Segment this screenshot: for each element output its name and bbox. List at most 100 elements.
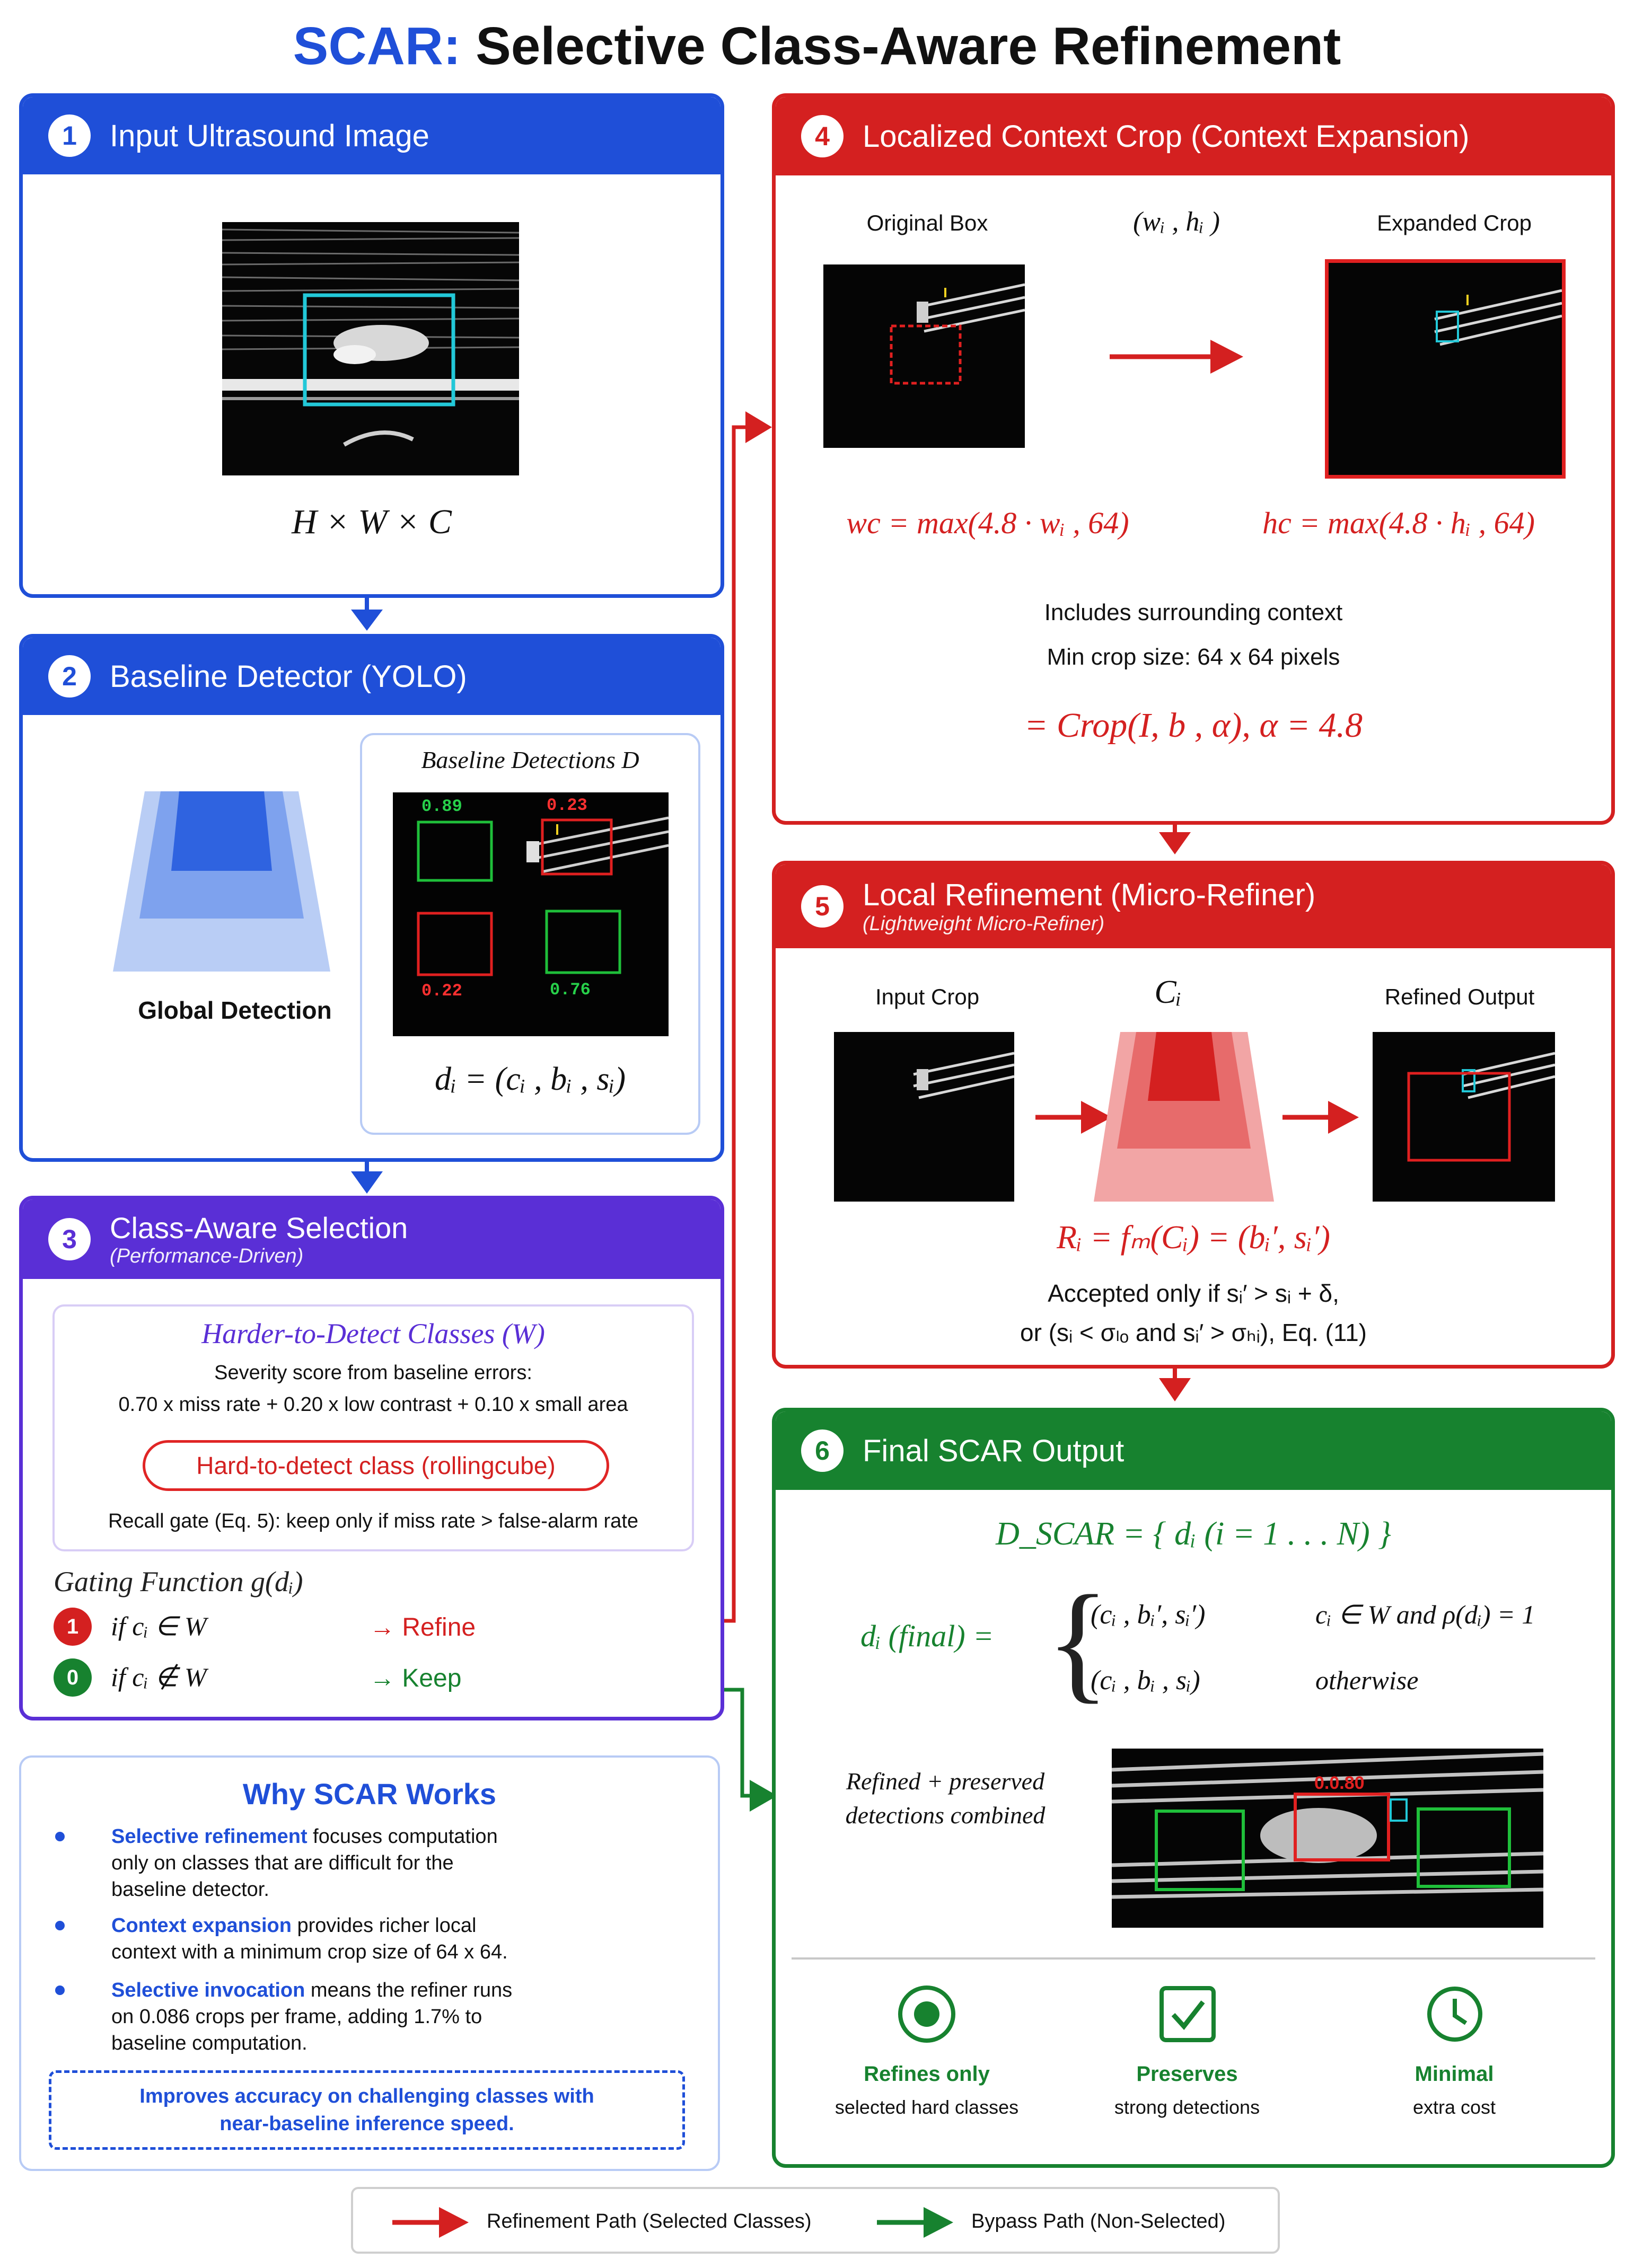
step5-subtitle: (Lightweight Micro-Refiner) [863,913,1105,935]
arrow-2-to-3 [351,1162,383,1194]
bypass-legend-arrow [877,2207,953,2238]
baseline-detections-image: 0.89 0.23 0.22 0.76 [393,792,669,1036]
final-score-label: 0.0.80 [1314,1773,1365,1793]
why-scar-title: Why SCAR Works [242,1777,497,1811]
original-box-label: Original Box [866,210,988,235]
input-to-refiner-arrow [1035,1101,1112,1134]
expanded-crop-image [1325,259,1566,479]
final-lhs: dᵢ (final) = [860,1619,994,1653]
step4-title: Localized Context Crop (Context Expansio… [863,119,1470,154]
step3-card: 3 Class-Aware Selection (Performance-Dri… [19,1196,724,1720]
score-top-right: 0.23 [547,796,587,815]
bullet-dot [55,1985,65,1995]
why-bullet-1: Selective refinement focuses computation… [55,1823,691,1903]
feature-2-sub: strong detections [1114,2096,1260,2118]
step5-card: 5 Local Refinement (Micro-Refiner) (Ligh… [772,861,1615,1369]
step3-number: 3 [48,1218,91,1260]
step3-title: Class-Aware Selection [110,1211,408,1245]
step6-header: 6 Final SCAR Output [776,1411,1611,1490]
expand-arrow [1110,340,1243,374]
hard-classes-panel: Harder-to-Detect Classes (W) Severity sc… [52,1304,694,1551]
step4-number: 4 [801,115,844,157]
refined-output-image [1373,1032,1555,1202]
ci-label: Cᵢ [1154,974,1182,1010]
step6-card: 6 Final SCAR Output D_SCAR = { dᵢ (i = 1… [772,1408,1615,2168]
bullet-dot [55,1832,65,1841]
combined-line-1: Refined + preserved [846,1768,1045,1795]
input-crop-label: Input Crop [875,984,980,1009]
gate0-action: → Keep [370,1664,462,1692]
step6-number: 6 [801,1429,844,1472]
combined-label: Refined + preserved detections combined [797,1764,1094,1832]
legend: Refinement Path (Selected Classes) Bypas… [351,2187,1280,2254]
expanded-crop-label: Expanded Crop [1377,210,1532,235]
why-bullet-3-bold: Selective invocation [111,1979,305,2001]
arrow-1-to-2 [351,598,383,631]
why-bullet-3-l2: on 0.086 crops per frame, adding 1.7% to [111,2006,482,2028]
gate-badge-0-text: 0 [66,1666,79,1689]
case-1-value: (cᵢ , bᵢ′, sᵢ′) [1091,1600,1206,1630]
step2-number: 2 [48,655,91,698]
score-top-left: 0.89 [421,797,462,816]
hc-formula: hc = max(4.8 · hᵢ , 64) [1262,506,1535,540]
image-dims-formula: H × W × C [292,502,452,541]
step1-header: 1 Input Ultrasound Image [23,97,721,174]
why-bullet-1-l1: focuses computation [307,1825,498,1848]
refined-output-label: Refined Output [1384,984,1535,1009]
case-2-condition: otherwise [1315,1665,1419,1695]
feature-3-sub: extra cost [1412,2096,1496,2118]
gate0-condition: if cᵢ ∉ W [111,1662,207,1692]
step5-header: 5 Local Refinement (Micro-Refiner) (Ligh… [776,864,1611,948]
step2-title: Baseline Detector (YOLO) [110,659,467,694]
step1-title: Input Ultrasound Image [110,118,429,153]
why-bullet-1-l3: baseline detector. [111,1878,269,1901]
case-2-value: (cᵢ , bᵢ , sᵢ) [1091,1665,1200,1696]
step2-card: 2 Baseline Detector (YOLO) Global Detect… [19,634,724,1162]
step5-number: 5 [801,885,844,928]
gate1-condition: if cᵢ ∈ W [111,1611,207,1641]
step1-number: 1 [48,114,91,157]
global-detection-label: Global Detection [138,996,332,1024]
score-bottom-right: 0.76 [550,980,591,1000]
case-brace: { [1046,1568,1110,1715]
why-bullet-3-l1: means the refiner runs [305,1979,513,2001]
arrow-4-to-5 [1159,825,1191,854]
acceptance-line-1: Accepted only if sᵢ′ > sᵢ + δ, [1048,1279,1339,1307]
why-note-box: Improves accuracy on challenging classes… [49,2070,685,2150]
why-note-line-1: Improves accuracy on challenging classes… [139,2085,594,2107]
context-note-2: Min crop size: 64 x 64 pixels [1047,644,1340,670]
page-title: SCAR: Selective Class-Aware Refinement [0,16,1634,77]
gate-badge-1-text: 1 [66,1615,79,1638]
gate1-action: → Refine [370,1613,476,1642]
recall-gate-text: Recall gate (Eq. 5): keep only if miss r… [108,1510,639,1532]
final-output-image: 0.0.80 [1112,1749,1543,1928]
refiner-to-output-arrow [1282,1101,1359,1134]
step2-header: 2 Baseline Detector (YOLO) [23,638,721,715]
step1-card: 1 Input Ultrasound Image H × W × C [19,93,724,598]
title-rest: Selective Class-Aware Refinement [461,16,1341,76]
step3-header: 3 Class-Aware Selection (Performance-Dri… [23,1199,721,1279]
bypass-legend-label: Bypass Path (Non-Selected) [971,2210,1226,2232]
checkbox-icon [1159,1986,1216,2042]
context-note-1: Includes surrounding context [1044,599,1343,625]
box-size-label: (wᵢ , hᵢ ) [1133,207,1220,237]
why-bullet-2-l2: context with a minimum crop size of 64 x… [111,1941,508,1963]
why-bullet-3: Selective invocation means the refiner r… [55,1977,691,2057]
ultrasound-texture [222,222,519,475]
baseline-detections-panel: Baseline Detections D 0.89 0.23 0.22 0.7… [360,733,700,1135]
hard-class-pill: Hard-to-detect class (rollingcube) [143,1440,609,1491]
why-bullet-2-l1: provides richer local [291,1914,477,1937]
refiner-formula: Rᵢ = fₘ(Cᵢ) = (bᵢ′, sᵢ′) [1057,1220,1330,1256]
severity-line-1: Severity score from baseline errors: [214,1362,532,1384]
feature-1-sub: selected hard classes [834,2096,1019,2118]
hard-classes-title: Harder-to-Detect Classes (W) [201,1318,545,1349]
target-icon [898,1985,955,2043]
original-box-image [823,264,1025,448]
bypass-path-arrow [721,1688,777,1812]
gating-function-title: Gating Function g(dᵢ) [54,1566,303,1598]
gate-badge-0: 0 [54,1658,92,1697]
step4-card: 4 Localized Context Crop (Context Expans… [772,93,1615,825]
crop-formula: = Crop(I, b , α), α = 4.8 [1024,706,1363,745]
